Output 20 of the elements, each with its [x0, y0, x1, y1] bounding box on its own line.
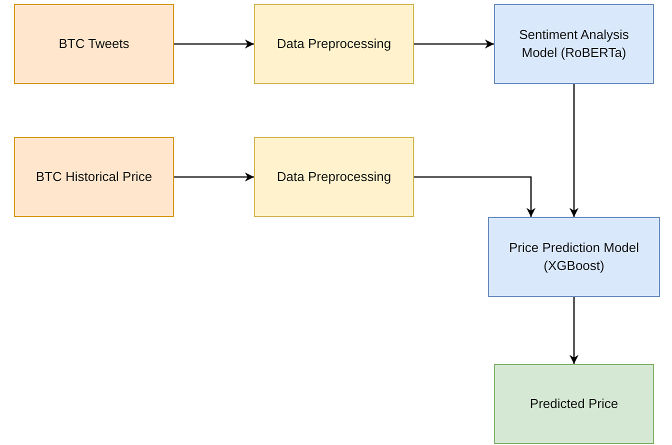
box-label: Data Preprocessing	[276, 168, 392, 186]
arrow	[414, 39, 494, 49]
box-label: Price Prediction Model (XGBoost)	[508, 239, 640, 275]
process-box	[494, 364, 654, 444]
arrow	[414, 176, 536, 217]
box-label: Predicted Price	[530, 395, 618, 413]
process-box	[14, 4, 174, 84]
process-box	[14, 137, 174, 217]
process-box	[494, 4, 654, 84]
process-box	[488, 217, 660, 297]
process-box	[254, 4, 414, 84]
process-box	[254, 137, 414, 217]
arrow	[174, 39, 254, 49]
box-label: Sentiment Analysis Model (RoBERTa)	[518, 26, 630, 62]
box-label: BTC Tweets	[58, 35, 130, 53]
arrow	[174, 172, 254, 182]
box-label: BTC Historical Price	[36, 168, 152, 186]
arrow	[569, 297, 579, 364]
arrow	[569, 84, 579, 217]
box-label: Data Preprocessing	[276, 35, 392, 53]
